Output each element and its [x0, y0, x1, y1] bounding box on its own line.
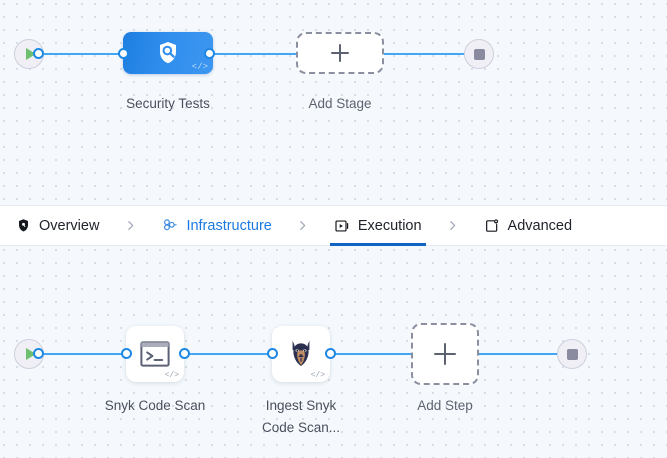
- snyk-doberman-icon: [292, 340, 310, 366]
- step-node-ingest-snyk-code-scan[interactable]: </>: [272, 326, 330, 382]
- tab-advanced-label: Advanced: [507, 217, 573, 234]
- tab-overview-label: Overview: [39, 217, 100, 234]
- shield-search-icon: [159, 41, 177, 64]
- wire-start-to-security-tests: [37, 53, 127, 55]
- stage-label-security-tests: Security Tests: [126, 96, 210, 111]
- play-icon: [25, 348, 36, 360]
- tab-infrastructure[interactable]: Infrastructure: [157, 205, 275, 246]
- stage-node-security-tests[interactable]: </>: [123, 32, 213, 74]
- code-badge-icon: </>: [191, 62, 208, 72]
- terminal-icon: [140, 341, 170, 367]
- add-stage-label: Add Stage: [308, 96, 372, 111]
- wire-snyk-code-scan-to-ingest: [184, 353, 274, 355]
- play-icon: [25, 48, 36, 60]
- chevron-right-icon-1: [119, 219, 141, 232]
- tab-execution-label: Execution: [357, 217, 422, 234]
- port-ingest-out[interactable]: [325, 348, 336, 359]
- pipeline-tabbar[interactable]: Overview Infrastructure: [0, 205, 667, 246]
- code-badge-icon: </>: [310, 371, 325, 380]
- wire-security-tests-to-add-stage: [209, 53, 299, 55]
- port-snyk-code-scan-out[interactable]: [179, 348, 190, 359]
- wire-start-to-snyk-code-scan: [37, 353, 132, 355]
- chevron-right-icon-3: [442, 219, 464, 232]
- infrastructure-nodes-icon: [161, 217, 178, 234]
- chevron-right-icon-2: [292, 219, 314, 232]
- plus-icon: [331, 44, 349, 62]
- pipeline-steps-canvas[interactable]: </> Snyk Code Scan </>: [0, 246, 667, 458]
- tab-infrastructure-label: Infrastructure: [186, 217, 272, 234]
- add-step-button[interactable]: [411, 323, 479, 385]
- steps-end-node[interactable]: [557, 339, 587, 369]
- port-security-tests-in[interactable]: [118, 48, 129, 59]
- port-snyk-code-scan-in[interactable]: [121, 348, 132, 359]
- step-node-snyk-code-scan[interactable]: </>: [126, 326, 184, 382]
- advanced-gear-card-icon: [484, 218, 500, 234]
- tab-advanced[interactable]: Advanced: [480, 205, 577, 246]
- execution-play-box-icon: [334, 218, 350, 234]
- code-badge-icon: </>: [164, 371, 179, 380]
- add-stage-button[interactable]: [296, 32, 384, 74]
- port-start-out[interactable]: [33, 48, 44, 59]
- shield-icon: [16, 218, 31, 233]
- tab-overview[interactable]: Overview: [12, 205, 103, 246]
- stop-icon: [566, 348, 578, 360]
- pipeline-stages-canvas[interactable]: </> Security Tests Add Stage: [0, 0, 667, 205]
- step-label-ingest-snyk-code-scan-line1: Ingest Snyk: [265, 398, 337, 413]
- port-ingest-in[interactable]: [267, 348, 278, 359]
- step-label-snyk-code-scan: Snyk Code Scan: [104, 398, 206, 413]
- port-security-tests-out[interactable]: [204, 48, 215, 59]
- wire-add-stage-to-end: [383, 53, 471, 55]
- wire-ingest-to-add-step: [330, 353, 412, 355]
- plus-icon: [434, 343, 456, 365]
- port-steps-start-out[interactable]: [33, 348, 44, 359]
- step-label-ingest-snyk-code-scan-line2: Code Scan...: [261, 420, 341, 435]
- tab-execution[interactable]: Execution: [329, 205, 426, 246]
- stop-icon: [473, 48, 485, 60]
- add-step-label: Add Step: [417, 398, 473, 413]
- wire-add-step-to-end: [478, 353, 564, 355]
- pipeline-end-node[interactable]: [464, 39, 494, 69]
